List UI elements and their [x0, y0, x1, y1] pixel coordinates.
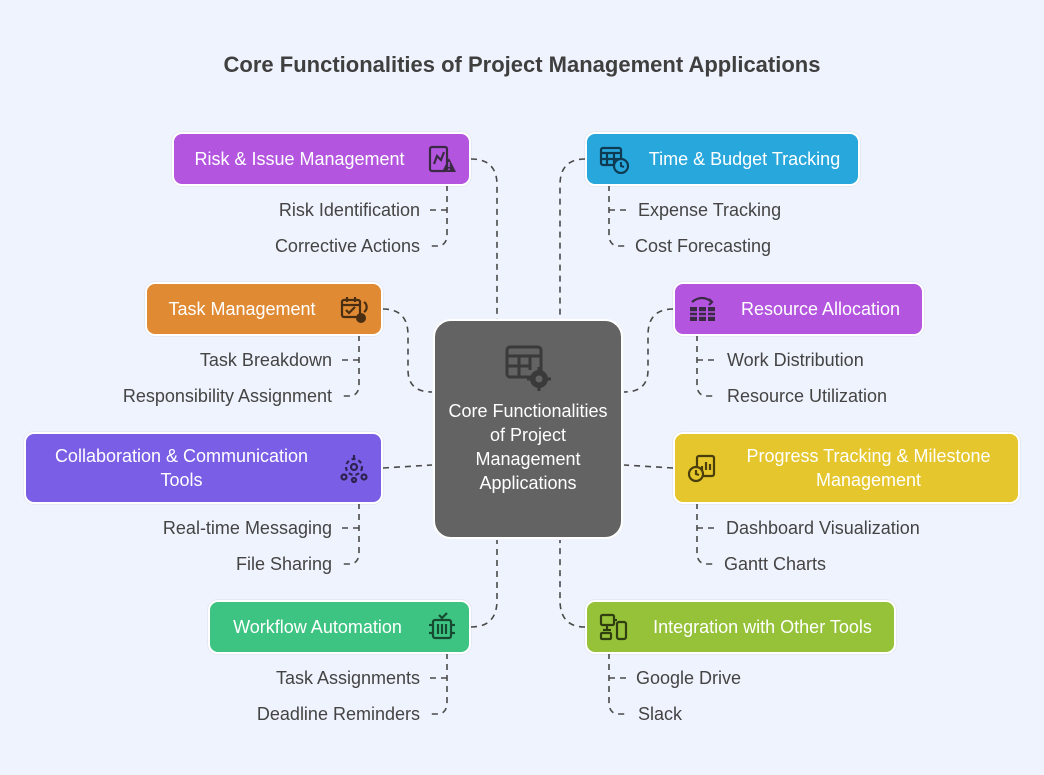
subitem-google-drive: Google Drive: [636, 668, 742, 688]
subitem-real-time-messaging: Real-time Messaging: [162, 518, 332, 538]
subitem-cost-forecasting: Cost Forecasting: [635, 236, 772, 256]
devices-icon: [597, 610, 631, 644]
node-label: Risk & Issue Management: [194, 149, 405, 169]
subitem-file-sharing: File Sharing: [235, 554, 332, 574]
node-label: Integration with Other Tools: [653, 617, 872, 637]
risk-warning-icon: [425, 142, 459, 176]
node-collaboration-communication-tools: Collaboration & Communication Tools: [24, 432, 383, 504]
subitem-gantt-charts: Gantt Charts: [724, 554, 827, 574]
subitem-slack: Slack: [638, 704, 683, 724]
subitem-responsibility-assignment: Responsibility Assignment: [122, 386, 332, 406]
subitem-dashboard-visualization: Dashboard Visualization: [726, 518, 920, 538]
node-label: Collaboration & Communication Tools: [54, 446, 309, 490]
node-task-management: Task Management: [145, 282, 383, 336]
node-risk-issue-management: Risk & Issue Management: [172, 132, 471, 186]
team-gear-icon: [337, 451, 371, 485]
subitem-expense-tracking: Expense Tracking: [638, 200, 782, 220]
node-label: Progress Tracking & Milestone Management: [746, 446, 991, 490]
node-label: Workflow Automation: [233, 617, 402, 637]
subitem-task-assignments: Task Assignments: [275, 668, 420, 688]
center-label: Core Functionalities of Project Manageme…: [448, 401, 608, 493]
resource-grid-icon: [685, 292, 719, 326]
node-time-budget-tracking: Time & Budget Tracking: [585, 132, 860, 186]
task-calendar-icon: [337, 292, 371, 326]
subitem-risk-identification: Risk Identification: [278, 200, 420, 220]
table-gear-icon: [503, 343, 553, 393]
node-workflow-automation: Workflow Automation: [208, 600, 471, 654]
subitem-resource-utilization: Resource Utilization: [727, 386, 888, 406]
subitem-work-distribution: Work Distribution: [727, 350, 864, 370]
subitem-corrective-actions: Corrective Actions: [274, 236, 420, 256]
center-node: Core Functionalities of Project Manageme…: [433, 319, 623, 539]
diagram-title: Core Functionalities of Project Manageme…: [223, 52, 821, 77]
node-integration-with-other-tools: Integration with Other Tools: [585, 600, 896, 654]
node-label: Time & Budget Tracking: [648, 149, 841, 169]
node-resource-allocation: Resource Allocation: [673, 282, 924, 336]
node-label: Task Management: [168, 299, 316, 319]
calendar-clock-icon: [597, 142, 631, 176]
node-progress-tracking-milestone-management: Progress Tracking & Milestone Management: [673, 432, 1020, 504]
node-label: Resource Allocation: [740, 299, 901, 319]
subitem-task-breakdown: Task Breakdown: [199, 350, 332, 370]
workflow-icon: [425, 610, 459, 644]
subitem-deadline-reminders: Deadline Reminders: [256, 704, 420, 724]
progress-chart-icon: [685, 451, 719, 485]
